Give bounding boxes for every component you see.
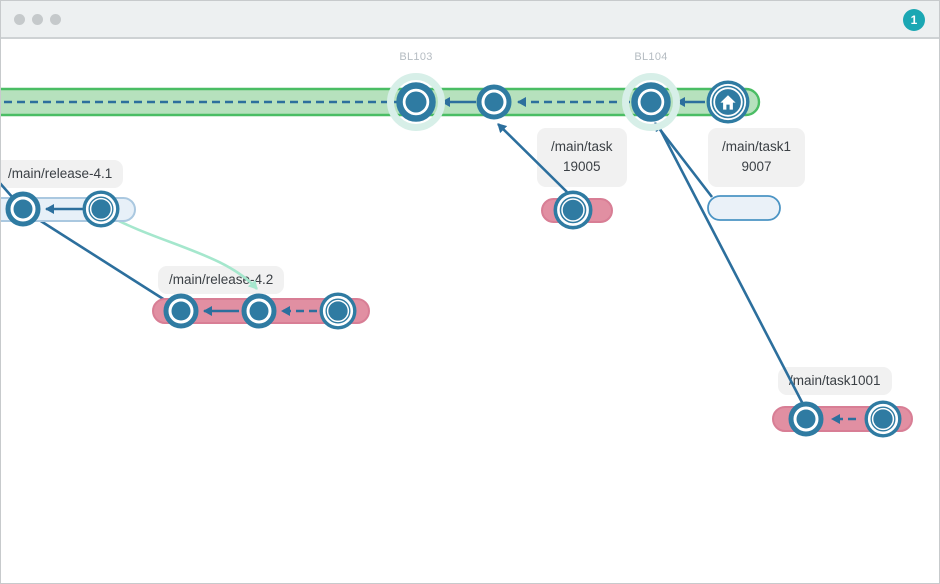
branch-label-release42[interactable]: /main/release-4.2 xyxy=(158,266,285,295)
commit-arrows xyxy=(1,97,856,424)
branch-label-line: /main/task xyxy=(551,139,613,154)
branch-graph-canvas: BL103 BL104 /main/release-4.1 /main/rele… xyxy=(1,39,939,581)
branch-parent-edges xyxy=(1,122,808,411)
notification-badge[interactable]: 1 xyxy=(903,9,925,31)
edge-release41-to-release42 xyxy=(24,209,180,311)
track-task9007-empty[interactable] xyxy=(707,195,781,221)
window-dot-icon[interactable] xyxy=(50,14,61,25)
baseline-caption-bl103: BL103 xyxy=(399,51,433,63)
window-titlebar: 1 xyxy=(1,1,939,39)
commit-node-main[interactable] xyxy=(476,84,512,120)
track-main-branch[interactable] xyxy=(1,87,761,117)
commit-node-task19005[interactable] xyxy=(553,190,593,230)
branch-label-task9007[interactable]: /main/task1 9007 xyxy=(708,128,806,187)
branch-label-line: /main/task1 xyxy=(722,139,792,154)
commit-node-head[interactable] xyxy=(706,80,750,124)
window-dot-icon[interactable] xyxy=(14,14,25,25)
commit-node-task1001-b[interactable] xyxy=(864,400,902,438)
commit-node-task1001-a[interactable] xyxy=(788,401,824,437)
branch-graph xyxy=(1,73,913,438)
commit-nodes xyxy=(5,73,902,438)
edge-mint-merge xyxy=(106,213,258,290)
branch-label-line: 9007 xyxy=(741,159,772,175)
window-controls xyxy=(14,14,61,25)
commit-node-bl104[interactable] xyxy=(622,73,680,131)
branch-tracks xyxy=(1,87,913,432)
home-icon xyxy=(720,95,736,110)
commit-node-release42-b[interactable] xyxy=(241,293,277,329)
commit-node-release42-a[interactable] xyxy=(163,293,199,329)
baseline-halo xyxy=(387,73,445,131)
commit-node-release41-b[interactable] xyxy=(82,190,120,228)
baseline-caption-bl104: BL104 xyxy=(634,51,668,63)
branch-label-release41[interactable]: /main/release-4.1 xyxy=(1,160,124,189)
baseline-halo xyxy=(622,73,680,131)
commit-node-release42-c[interactable] xyxy=(319,292,357,330)
commit-node-bl103[interactable] xyxy=(387,73,445,131)
edge-task1001-to-main xyxy=(656,124,808,411)
window-dot-icon[interactable] xyxy=(32,14,43,25)
commit-node-release41-a[interactable] xyxy=(5,191,41,227)
edge-task19005-to-main xyxy=(497,123,568,193)
branch-label-line: 19005 xyxy=(562,159,601,175)
